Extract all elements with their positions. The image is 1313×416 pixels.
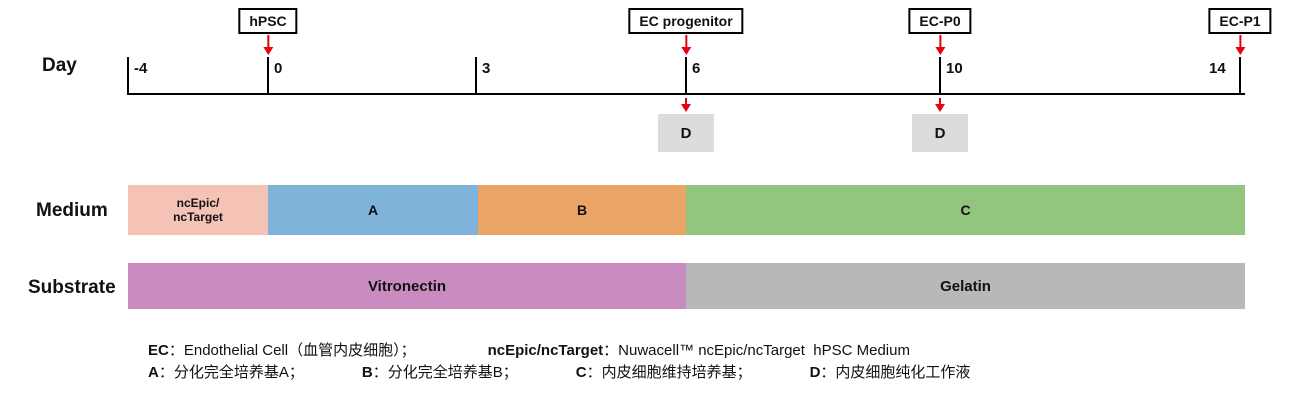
- milestone-ec-p1-box: EC-P1: [1208, 8, 1272, 34]
- legend-key: B: [361, 364, 373, 381]
- legend-line-1: EC：Endothelial Cell（血管内皮细胞）； ncEpic/ncTa…: [148, 340, 970, 361]
- day-tick-minus4: [127, 57, 129, 95]
- legend-line-2: A：分化完全培养基A； B：分化完全培养基B； C：内皮细胞维持培养基； D：内…: [148, 362, 970, 383]
- day-tick-3: [475, 57, 477, 95]
- red-down-arrow-icon: [934, 35, 946, 56]
- medium-segment-c: C: [686, 185, 1245, 235]
- treatment-d-box: D: [912, 114, 968, 152]
- treatment-d-day10: D: [912, 98, 968, 152]
- legend-item-ncepic: ncEpic/ncTarget：Nuwacell™ ncEpic/ncTarge…: [488, 340, 910, 361]
- substrate-segment-gelatin: Gelatin: [686, 263, 1245, 309]
- day-tick-label-14: 14: [1209, 60, 1226, 77]
- legend-key: A: [148, 364, 159, 381]
- day-tick-14: [1239, 57, 1241, 95]
- day-tick-label-6: 6: [692, 60, 701, 77]
- red-down-arrow-icon: [680, 35, 692, 56]
- day-tick-10: [939, 57, 941, 95]
- medium-segment-a: A: [268, 185, 478, 235]
- legend-text: ：内皮细胞维持培养基；: [586, 364, 752, 381]
- legend-key: C: [575, 364, 587, 381]
- milestone-hpsc: hPSC: [238, 8, 298, 56]
- substrate-bar: Vitronectin Gelatin: [128, 263, 1245, 309]
- day-tick-0: [267, 57, 269, 95]
- red-down-arrow-icon: [680, 98, 692, 113]
- day-tick-label-0: 0: [274, 60, 283, 77]
- substrate-row-label: Substrate: [28, 277, 116, 298]
- medium-row-label: Medium: [36, 200, 108, 221]
- substrate-segment-vitronectin: Vitronectin: [128, 263, 686, 309]
- day-axis-label: Day: [42, 55, 77, 76]
- legend-item-c: C：内皮细胞维持培养基；: [576, 362, 752, 383]
- legend: EC：Endothelial Cell（血管内皮细胞）； ncEpic/ncTa…: [148, 340, 970, 383]
- day-tick-label-10: 10: [946, 60, 963, 77]
- red-down-arrow-icon: [262, 35, 274, 56]
- medium-segment-b: B: [478, 185, 686, 235]
- day-tick-label-3: 3: [482, 60, 491, 77]
- milestone-ec-p1: EC-P1: [1208, 8, 1272, 56]
- legend-item-ec: EC：Endothelial Cell（血管内皮细胞）；: [148, 340, 416, 361]
- day-tick-label-minus4: -4: [134, 60, 148, 77]
- red-down-arrow-icon: [1234, 35, 1246, 56]
- red-down-arrow-icon: [934, 98, 946, 113]
- treatment-d-day6: D: [658, 98, 714, 152]
- milestone-hpsc-box: hPSC: [238, 8, 298, 34]
- milestone-ec-progenitor-box: EC progenitor: [628, 8, 744, 34]
- legend-text: ：分化完全培养基B；: [372, 364, 518, 381]
- legend-item-d: D：内皮细胞纯化工作液: [810, 362, 971, 383]
- legend-text: ：Endothelial Cell（血管内皮细胞）；: [168, 342, 416, 359]
- legend-text: ：Nuwacell™ ncEpic/ncTarget hPSC Medium: [603, 342, 910, 359]
- milestone-ec-p0: EC-P0: [908, 8, 972, 56]
- legend-item-b: B：分化完全培养基B；: [362, 362, 518, 383]
- day-tick-6: [685, 57, 687, 95]
- legend-text: ：分化完全培养基A；: [158, 364, 304, 381]
- legend-text: ：内皮细胞纯化工作液: [820, 364, 971, 381]
- treatment-d-box: D: [658, 114, 714, 152]
- medium-segment-ncepic: ncEpic/ ncTarget: [128, 185, 268, 235]
- legend-key: D: [809, 364, 821, 381]
- legend-item-a: A：分化完全培养基A；: [148, 362, 304, 383]
- milestone-ec-progenitor: EC progenitor: [628, 8, 744, 56]
- medium-segment-ncepic-label: ncEpic/ ncTarget: [173, 196, 223, 224]
- medium-bar: ncEpic/ ncTarget A B C: [128, 185, 1245, 235]
- legend-key: ncEpic/ncTarget: [487, 342, 604, 359]
- legend-key: EC: [148, 342, 169, 359]
- milestone-ec-p0-box: EC-P0: [908, 8, 972, 34]
